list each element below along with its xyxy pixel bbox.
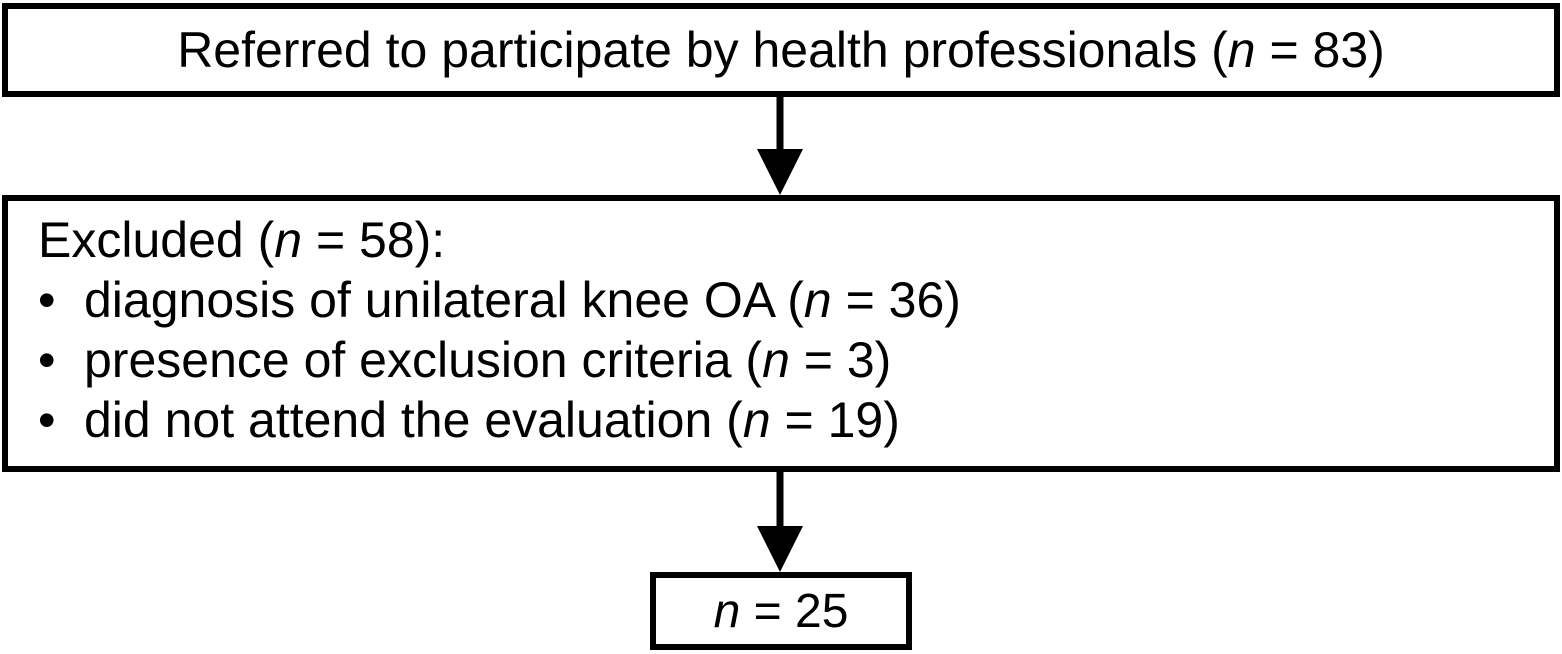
excluded-title-prefix: Excluded ( bbox=[38, 212, 275, 268]
bullet-icon: • bbox=[38, 392, 56, 448]
bullet-icon: • bbox=[38, 332, 56, 388]
item-suffix: = 19) bbox=[770, 392, 900, 448]
n-symbol: n bbox=[274, 212, 303, 268]
item-prefix: diagnosis of unilateral knee OA ( bbox=[84, 272, 804, 328]
excluded-item-did-not-attend: • did not attend the evaluation (n = 19) bbox=[38, 390, 1534, 450]
excluded-title-suffix: = 58): bbox=[302, 212, 446, 268]
excluded-item-text: presence of exclusion criteria (n = 3) bbox=[84, 330, 891, 390]
excluded-box: Excluded (n = 58): • diagnosis of unilat… bbox=[2, 195, 1560, 472]
arrow-down-icon bbox=[757, 97, 803, 195]
final-sample-box: n = 25 bbox=[650, 572, 912, 650]
item-suffix: = 36) bbox=[831, 272, 961, 328]
item-prefix: did not attend the evaluation ( bbox=[84, 392, 743, 448]
excluded-item-text: did not attend the evaluation (n = 19) bbox=[84, 390, 900, 450]
excluded-item-unilateral-oa: • diagnosis of unilateral knee OA (n = 3… bbox=[38, 270, 1534, 330]
referred-text: Referred to participate by health profes… bbox=[177, 21, 1385, 79]
n-symbol: n bbox=[713, 584, 741, 638]
referred-text-suffix: = 83) bbox=[1255, 22, 1385, 78]
n-symbol: n bbox=[742, 392, 771, 448]
referred-box: Referred to participate by health profes… bbox=[2, 3, 1560, 97]
final-sample-suffix: = 25 bbox=[740, 584, 849, 638]
referred-text-prefix: Referred to participate by health profes… bbox=[177, 22, 1228, 78]
arrow-down-icon bbox=[757, 470, 803, 572]
excluded-title: Excluded (n = 58): bbox=[38, 210, 1534, 270]
final-sample-text: n = 25 bbox=[714, 584, 849, 639]
bullet-icon: • bbox=[38, 272, 56, 328]
n-symbol: n bbox=[803, 272, 832, 328]
item-suffix: = 3) bbox=[789, 332, 892, 388]
n-symbol: n bbox=[762, 332, 790, 388]
excluded-item-text: diagnosis of unilateral knee OA (n = 36) bbox=[84, 270, 961, 330]
n-symbol: n bbox=[1227, 22, 1256, 78]
item-prefix: presence of exclusion criteria ( bbox=[84, 332, 763, 388]
excluded-item-exclusion-criteria: • presence of exclusion criteria (n = 3) bbox=[38, 330, 1534, 390]
